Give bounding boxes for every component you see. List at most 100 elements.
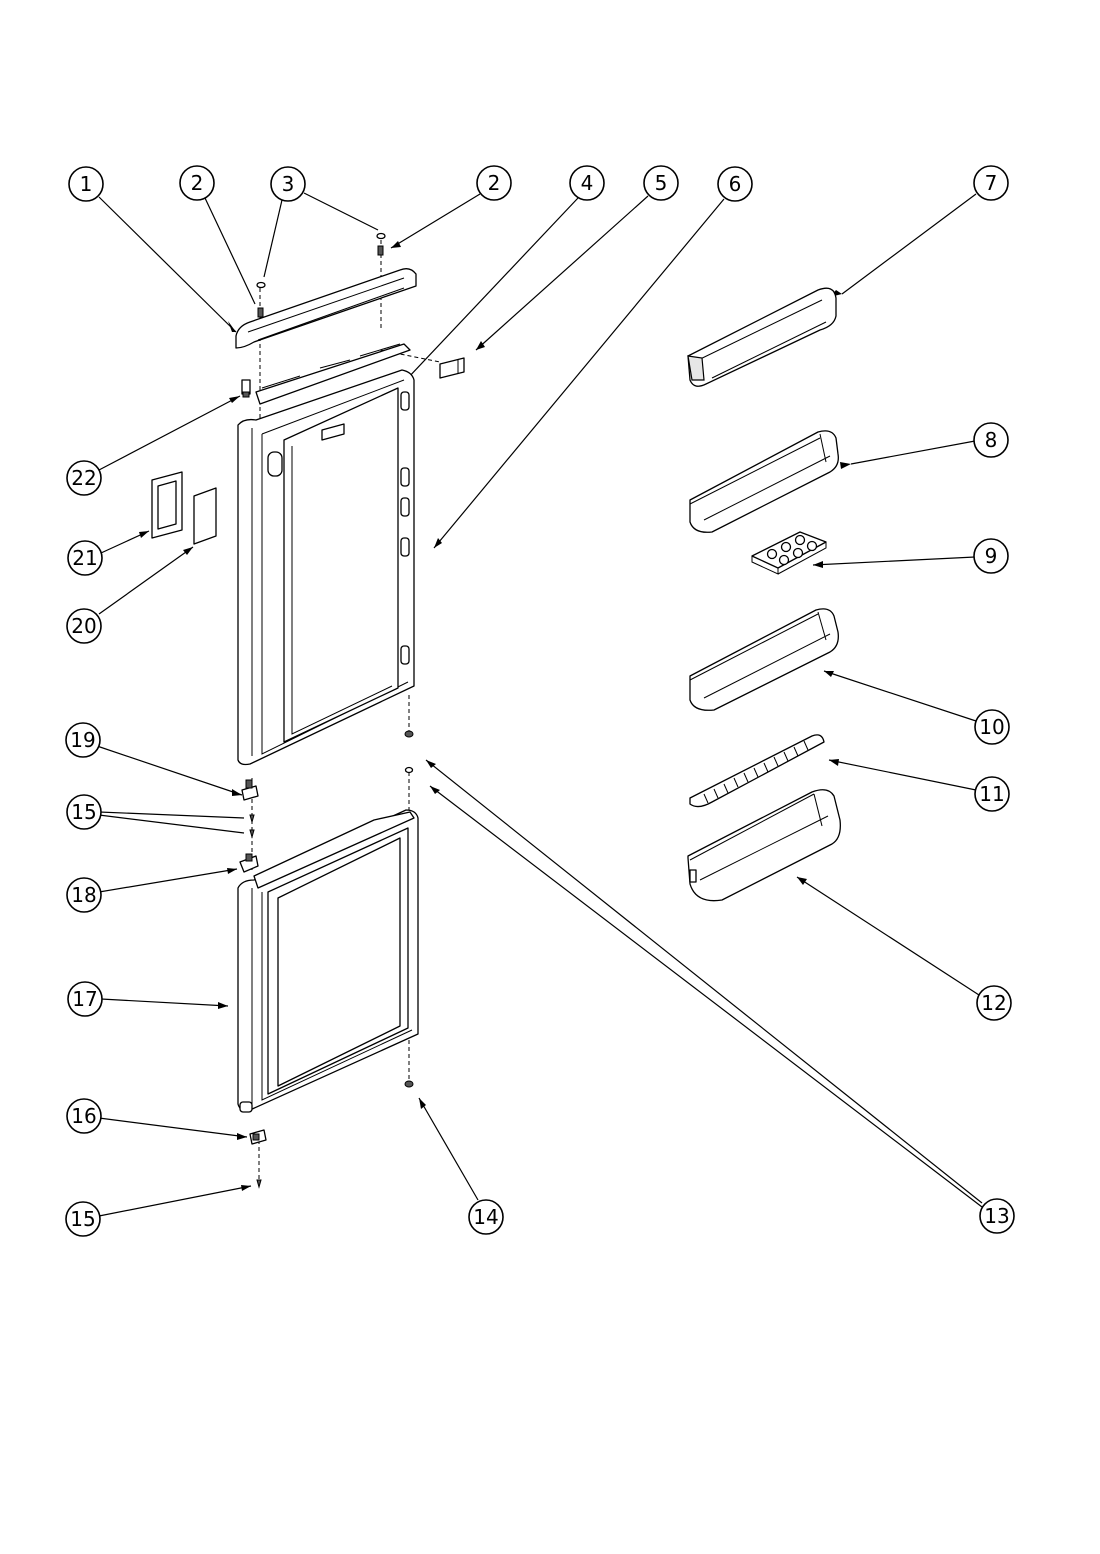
callout-22: 22 — [66, 460, 102, 496]
callout-4: 4 — [569, 165, 605, 201]
arrowhead — [232, 789, 242, 796]
arrowhead — [797, 877, 807, 885]
arrowhead — [426, 760, 436, 768]
arrowhead — [229, 396, 240, 403]
leader-12 — [796, 876, 980, 996]
arrowhead — [227, 868, 237, 874]
callout-14: 14 — [468, 1199, 504, 1235]
arrowhead — [139, 531, 149, 538]
callout-label: 2 — [191, 171, 204, 195]
hinge-16 — [249, 1129, 267, 1145]
callout-label: 15 — [70, 1207, 95, 1231]
callout-label: 12 — [981, 991, 1006, 1015]
leader-18 — [98, 868, 238, 893]
callout-label: 4 — [581, 171, 594, 195]
callout-1: 1 — [68, 166, 104, 202]
leader-3b — [303, 192, 379, 231]
leader-6 — [433, 198, 725, 549]
leader-3a — [263, 199, 283, 278]
callout-15b: 15 — [65, 1201, 101, 1237]
callout-12: 12 — [976, 985, 1012, 1021]
panel-insert-20 — [193, 487, 217, 545]
callout-label: 21 — [72, 546, 97, 570]
screws-top — [256, 232, 386, 318]
callout-3: 3 — [270, 166, 306, 202]
callout-label: 6 — [729, 172, 742, 196]
arrowhead — [218, 1002, 228, 1009]
door-shelf-8 — [689, 430, 839, 533]
callout-20: 20 — [66, 608, 102, 644]
callout-label: 20 — [71, 614, 96, 638]
arrowhead — [476, 341, 485, 350]
callout-2a: 2 — [179, 165, 215, 201]
arrowhead — [183, 547, 193, 555]
leader-2a — [204, 197, 256, 305]
callout-label: 1 — [80, 172, 93, 196]
bottle-retainer-11 — [689, 734, 825, 808]
arrowhead — [228, 321, 236, 332]
callout-19: 19 — [65, 722, 101, 758]
lower-door — [237, 809, 419, 1113]
callout-6: 6 — [717, 166, 753, 202]
callout-label: 15 — [71, 800, 96, 824]
cap-part-5 — [439, 357, 465, 379]
callout-label: 11 — [979, 782, 1004, 806]
arrowhead — [434, 538, 442, 548]
callout-5: 5 — [643, 165, 679, 201]
leader-16 — [98, 1117, 248, 1138]
leader-9 — [812, 556, 976, 566]
hinge-18 — [239, 853, 259, 873]
door-shelf-10 — [689, 608, 839, 711]
callout-21: 21 — [67, 540, 103, 576]
arrowhead — [430, 786, 440, 794]
callout-label: 16 — [71, 1104, 96, 1128]
leader-20 — [98, 546, 194, 615]
upper-door — [237, 343, 415, 766]
leader-11 — [828, 759, 977, 791]
leader-13b — [429, 785, 983, 1208]
egg-tray-9 — [751, 531, 827, 575]
top-trim-cover — [235, 268, 417, 349]
callout-17: 17 — [67, 981, 103, 1017]
door-label-4 — [321, 423, 345, 441]
callout-8: 8 — [973, 422, 1009, 458]
hinge-pin-top — [241, 379, 251, 398]
leader-14 — [418, 1097, 479, 1201]
leader-19 — [96, 745, 243, 796]
leader-22 — [98, 395, 241, 471]
leader-15a-2 — [98, 814, 245, 834]
callout-label: 9 — [985, 544, 998, 568]
door-shelf-7 — [687, 287, 837, 387]
leader-2b — [390, 193, 481, 249]
callout-label: 22 — [71, 466, 96, 490]
leader-lines — [96, 192, 983, 1217]
callout-label: 2 — [488, 171, 501, 195]
callout-16: 16 — [66, 1098, 102, 1134]
arrowhead — [824, 671, 834, 677]
callout-9: 9 — [973, 538, 1009, 574]
arrowhead — [241, 1185, 251, 1191]
callout-7: 7 — [973, 165, 1009, 201]
callout-11: 11 — [974, 776, 1010, 812]
arrowhead — [829, 759, 839, 766]
hinge-19 — [241, 779, 259, 801]
arrowhead — [840, 462, 851, 469]
leader-15b — [98, 1185, 252, 1217]
leader-7 — [841, 193, 977, 295]
leader-5 — [475, 195, 649, 351]
screws-15 — [249, 814, 262, 1189]
callout-13: 13 — [979, 1198, 1015, 1234]
leader-15a-1 — [98, 811, 245, 819]
callout-label: 14 — [473, 1205, 498, 1229]
callout-2b: 2 — [476, 165, 512, 201]
bottle-shelf-12 — [687, 789, 841, 902]
callout-label: 7 — [985, 171, 998, 195]
callout-label: 17 — [72, 987, 97, 1011]
panel-frame-21 — [151, 471, 183, 539]
arrowhead — [391, 241, 401, 248]
callout-label: 10 — [979, 715, 1004, 739]
callouts: 1 2 3 2 4 5 6 7 8 9 10 11 12 13 14 15 15… — [65, 165, 1015, 1237]
callout-label: 3 — [282, 172, 295, 196]
callout-15a: 15 — [66, 794, 102, 830]
